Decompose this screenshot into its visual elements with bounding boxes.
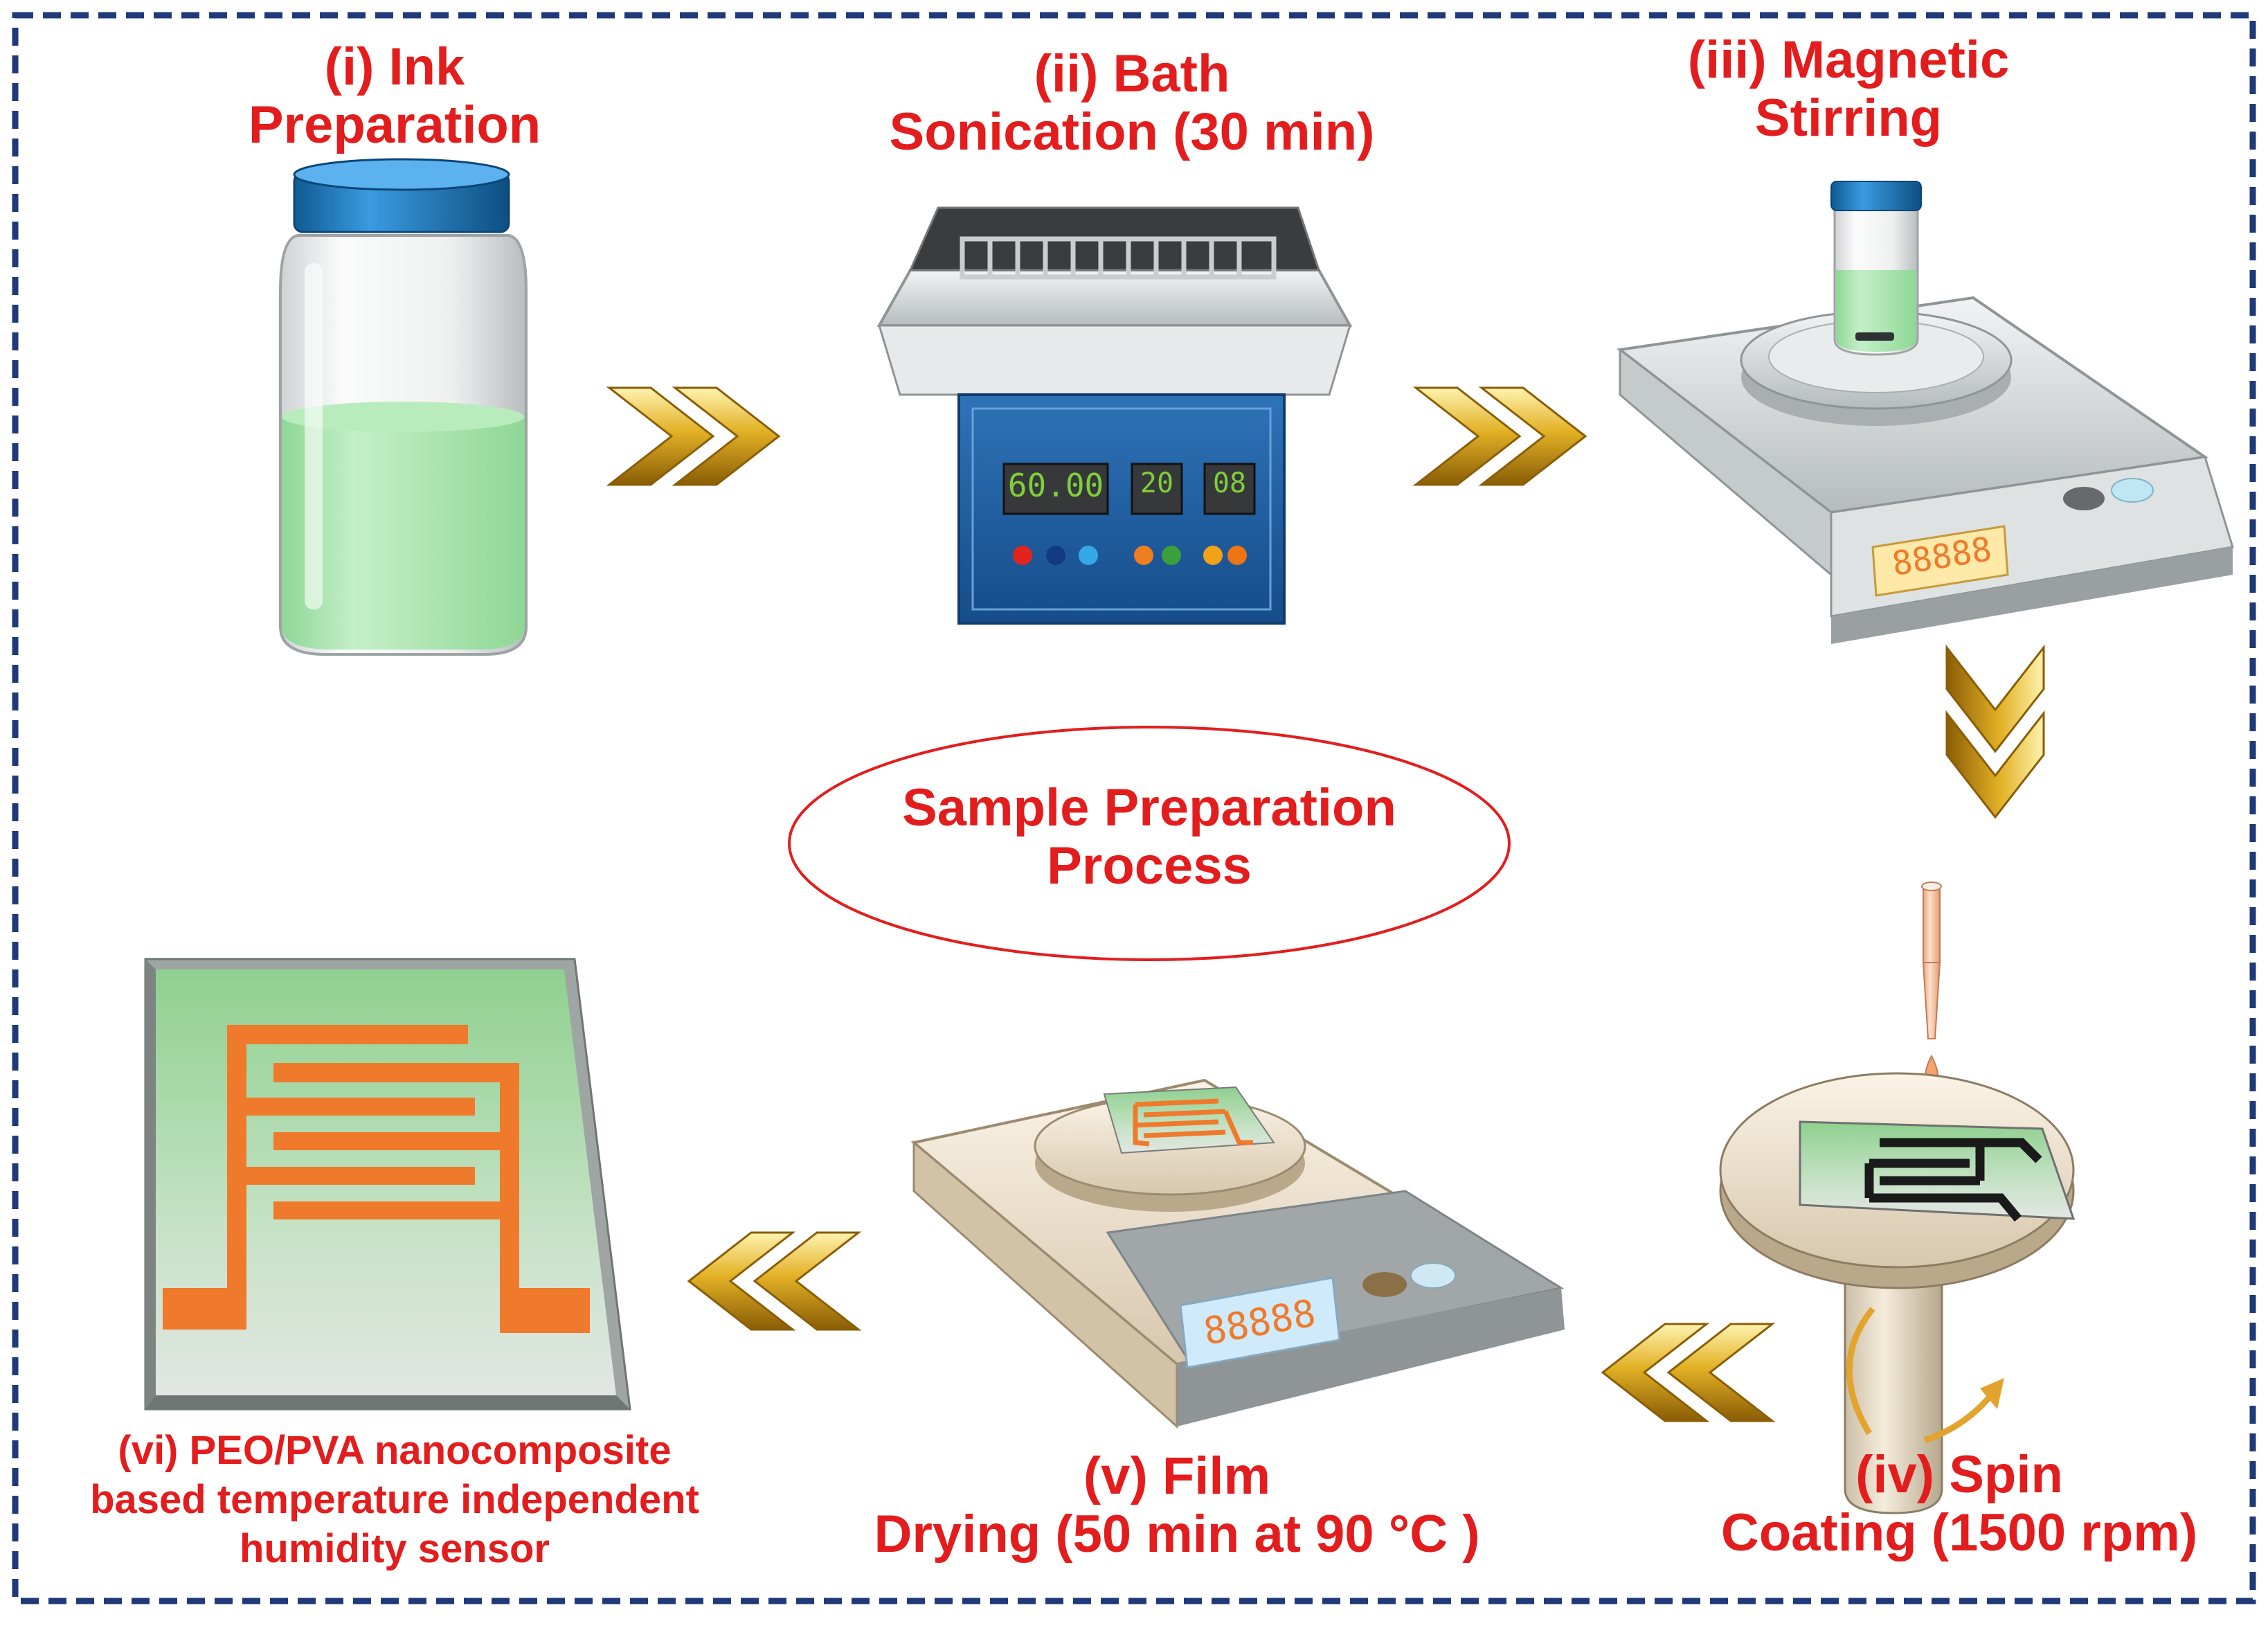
magnetic-stirrer-icon <box>1617 181 2234 644</box>
step-6-line1: (vi) PEO/PVA nanocomposite <box>118 1428 672 1473</box>
hot-plate-icon <box>910 1078 1565 1429</box>
step-2-label: (ii) Bath Sonication (30 min) <box>786 45 1478 161</box>
step-1-line1: (i) Ink <box>324 37 465 96</box>
double-chevron-arrow-icon <box>1601 1323 1774 1422</box>
step-3-line1: (iii) Magnetic <box>1687 30 2010 89</box>
double-chevron-arrow-icon <box>1945 646 2045 819</box>
step-6-line3: humidity sensor <box>240 1526 550 1571</box>
ultrasonic-bath-icon <box>876 206 1353 625</box>
center-title: Sample Preparation Process <box>838 779 1461 895</box>
sensor-chip-icon <box>144 958 631 1411</box>
sonicator-value2-display: 08 <box>1212 467 1247 499</box>
step-6-label: (vi) PEO/PVA nanocomposite based tempera… <box>28 1426 762 1573</box>
center-title-line1: Sample Preparation <box>902 778 1396 837</box>
vial-icon <box>279 158 528 656</box>
step-1-line2: Preparation <box>248 95 541 154</box>
dashed-frame <box>12 12 2256 1604</box>
double-chevron-arrow-icon <box>687 1231 860 1331</box>
step-6-line2: based temperature independent <box>90 1476 699 1522</box>
center-title-line2: Process <box>1047 836 1252 895</box>
step-2-line2: Sonication (30 min) <box>889 102 1375 161</box>
sonicator-time-display: 60.00 <box>1007 467 1104 504</box>
step-1-label: (i) Ink Preparation <box>187 38 602 154</box>
step-5-line2: Drying (50 min at 90 °C ) <box>874 1504 1480 1564</box>
double-chevron-arrow-icon <box>1414 386 1587 486</box>
sonicator-value1-display: 20 <box>1140 467 1174 499</box>
double-chevron-arrow-icon <box>608 386 780 486</box>
step-3-line2: Stirring <box>1754 88 1943 147</box>
step-4-line2: Coating (1500 rpm) <box>1720 1503 2198 1562</box>
center-ellipse <box>788 726 1511 961</box>
step-4-line1: (iv) Spin <box>1855 1445 2063 1504</box>
step-3-label: (iii) Magnetic Stirring <box>1634 31 2063 147</box>
step-4-label: (iv) Spin Coating (1500 rpm) <box>1689 1446 2229 1562</box>
spin-coater-icon <box>1719 882 2076 1514</box>
step-5-line1: (v) Film <box>1083 1447 1271 1505</box>
step-5-label: (v) Film Drying (50 min at 90 °C ) <box>831 1447 1523 1563</box>
step-2-line1: (ii) Bath <box>1034 44 1230 103</box>
